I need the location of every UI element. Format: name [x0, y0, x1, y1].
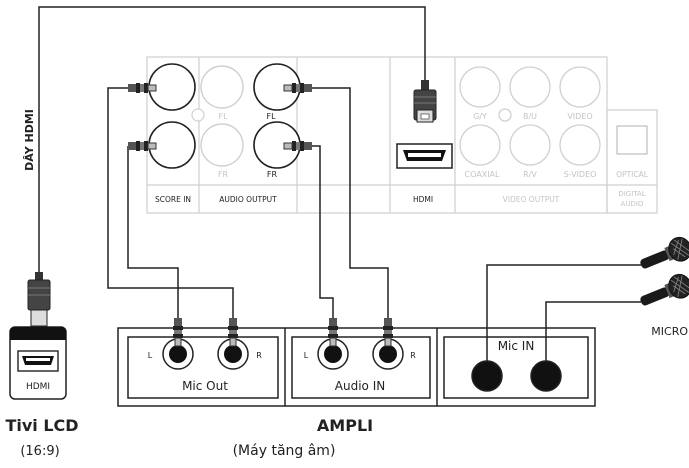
rca-plug	[227, 317, 239, 347]
rv-label: R/V	[523, 170, 537, 179]
rca-plug	[127, 82, 157, 94]
hdmi-port-label: HDMI	[413, 195, 433, 204]
rca-plug	[127, 140, 157, 152]
audio-in-l-jack[interactable]	[317, 338, 349, 370]
tv-hdmi-port[interactable]	[17, 350, 59, 372]
rca-plug	[283, 140, 313, 152]
ampli-box	[117, 327, 596, 407]
audio-in-label: Audio IN	[335, 379, 385, 393]
mic-out-l-label: L	[148, 351, 153, 360]
micro-label: MICRO	[651, 325, 688, 338]
mic-in-jack-1[interactable]	[471, 360, 503, 392]
rca-plug	[382, 317, 394, 347]
cables	[38, 6, 641, 362]
small-indicator	[191, 108, 205, 122]
rca-plug	[172, 317, 184, 347]
optical-label: OPTICAL	[616, 170, 649, 179]
digital-audio-label-1: DIGITAL	[618, 190, 645, 198]
digital-audio-label-2: AUDIO	[621, 200, 644, 208]
score-in-label: SCORE IN	[155, 195, 191, 204]
hdmi-plug-tv	[27, 272, 51, 327]
mic-out-r-label: R	[256, 351, 262, 360]
microphone-icon	[640, 236, 689, 269]
tv-hdmi-label: HDMI	[26, 382, 50, 392]
mic-out-label: Mic Out	[182, 379, 228, 393]
gy-label: G/Y	[473, 112, 487, 121]
video-output-jacks	[459, 66, 601, 166]
bu-label: B/U	[523, 112, 537, 121]
video-label: VIDEO	[567, 112, 592, 121]
tv-ratio: (16:9)	[20, 444, 59, 459]
ampli-subtitle: (Máy tăng âm)	[233, 443, 336, 459]
optical-port	[616, 125, 648, 155]
ampli-title: AMPLI	[317, 416, 373, 435]
fl-right-label: FL	[266, 112, 276, 121]
mic-in-label: Mic IN	[498, 339, 535, 353]
coaxial-label: COAXIAL	[465, 170, 501, 179]
hdmi-cable-label: DÂY HDMI	[23, 109, 36, 171]
tv-name: Tivi LCD	[5, 416, 78, 435]
rca-plug	[327, 317, 339, 347]
audio-fr-jack-gray	[200, 123, 244, 167]
microphone-icon	[640, 273, 689, 306]
fr-right-label: FR	[267, 170, 278, 179]
audio-fl-jack-gray	[200, 65, 244, 109]
video-output-label: VIDEO OUTPUT	[503, 195, 560, 204]
audio-in-r-label: R	[410, 351, 416, 360]
svideo-label: S-VIDEO	[564, 170, 597, 179]
audio-in-r-jack[interactable]	[372, 338, 404, 370]
hdmi-plug-player	[413, 80, 437, 123]
audio-output-label: AUDIO OUTPUT	[219, 195, 277, 204]
fr-left-label: FR	[218, 170, 229, 179]
mic-in-jack-2[interactable]	[530, 360, 562, 392]
audio-in-l-label: L	[304, 351, 309, 360]
player-hdmi-port[interactable]	[396, 143, 453, 169]
fl-left-label: FL	[218, 112, 228, 121]
rca-plug	[283, 82, 313, 94]
